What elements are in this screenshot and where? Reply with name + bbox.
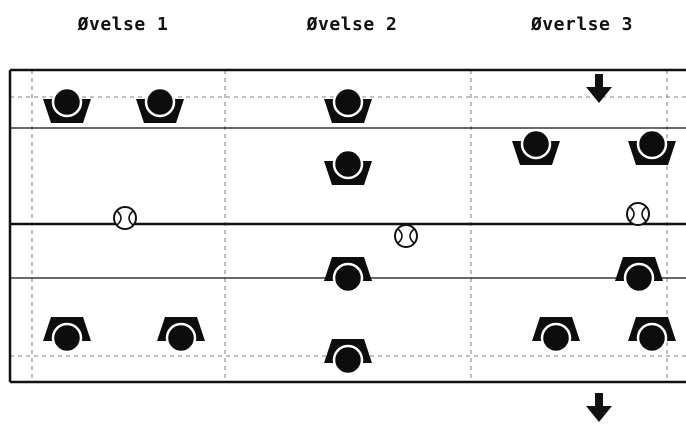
exercise-3-title: Øverlse 3: [530, 14, 634, 35]
tennis-ball-icon: [626, 202, 650, 226]
player-marker-icon: [510, 128, 562, 167]
exercise-1-title: Øvelse 1: [77, 14, 169, 35]
exercise-2-title: Øvelse 2: [306, 14, 398, 35]
player-marker-icon: [41, 86, 93, 125]
player-marker-icon: [530, 315, 582, 354]
player-marker-icon: [322, 337, 374, 376]
arrow-down-icon: [586, 74, 612, 103]
player-marker-icon: [613, 255, 665, 294]
player-marker-icon: [41, 315, 93, 354]
tennis-ball-icon: [394, 224, 418, 248]
arrow-down-icon: [586, 393, 612, 422]
player-marker-icon: [322, 255, 374, 294]
player-marker-icon: [322, 86, 374, 125]
player-marker-icon: [626, 315, 678, 354]
player-marker-icon: [322, 148, 374, 187]
player-marker-icon: [626, 128, 678, 167]
player-marker-icon: [155, 315, 207, 354]
player-marker-icon: [134, 86, 186, 125]
tennis-ball-icon: [113, 206, 137, 230]
